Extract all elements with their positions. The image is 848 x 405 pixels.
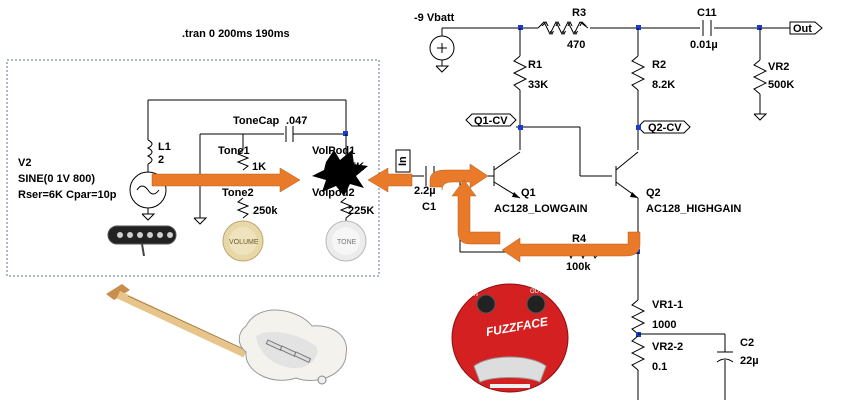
input-label: In — [397, 156, 409, 166]
vr2-name: VR2 — [768, 61, 789, 73]
v2-params: Rser=6K Cpar=10p — [18, 189, 117, 201]
fuzzface-pedal: IN OUT FUZZFACE — [451, 283, 569, 393]
v2-ground — [141, 213, 156, 221]
vr1-1-name: VR1-1 — [652, 299, 683, 311]
c1-name: C1 — [422, 201, 436, 213]
node-r2-top — [636, 25, 641, 30]
volume-knob-text: VOLUME — [229, 239, 259, 246]
arrow-pickup-to-pots — [151, 167, 301, 193]
c11-value: 0.01µ — [690, 39, 718, 51]
vr1-2-resistor — [630, 335, 646, 371]
arrow-feedback-up — [451, 179, 501, 245]
r2-resistor — [630, 55, 646, 91]
output-label: Out — [793, 23, 812, 35]
volpod2-name: Volpod2 — [312, 187, 355, 199]
output-port[interactable]: Out — [789, 21, 823, 35]
pickup-image — [107, 225, 177, 257]
guitar-image — [106, 284, 348, 385]
vr1-2-name: VR2-2 — [652, 341, 683, 353]
supply-label: -9 Vbatt — [414, 12, 455, 24]
tone2-name: Tone2 — [222, 187, 254, 199]
vr1-1-resistor — [630, 299, 646, 335]
r3-zigzag — [537, 20, 589, 36]
q1-model: AC128_LOWGAIN — [494, 203, 588, 215]
tonecap-value: .047 — [286, 115, 307, 127]
tone1-resistor — [236, 149, 250, 171]
c1-value: 2.2µ — [414, 185, 436, 197]
v2-value: SINE(0 1V 800) — [18, 173, 95, 185]
arrow-feedback-left — [501, 231, 641, 263]
r1-name: R1 — [528, 59, 542, 71]
c2-name: C2 — [740, 337, 754, 349]
l1-value: 2 — [158, 154, 164, 166]
pedal-in-label: IN — [472, 292, 478, 298]
r3-value: 470 — [567, 39, 585, 51]
node-vr2-top — [757, 25, 762, 30]
tone2-resistor — [236, 197, 250, 219]
l1-name: L1 — [158, 141, 171, 153]
q1-transistor — [478, 151, 521, 199]
tonecap-name: ToneCap — [233, 115, 280, 127]
r4-value: 100k — [566, 261, 591, 273]
volpod2-value: 225K — [348, 205, 374, 217]
tone1-value: 1K — [252, 161, 266, 173]
tone-knob-text: TONE — [337, 239, 357, 246]
c2-plate-bottom — [716, 358, 734, 363]
c2-value: 22µ — [740, 355, 759, 367]
vr2-value: 500K — [768, 79, 794, 91]
tone2-value: 250k — [253, 205, 278, 217]
arrow-in-to-pots — [367, 167, 413, 193]
volume-knob: VOLUME — [222, 220, 264, 262]
node-q1cv — [518, 125, 523, 130]
c11-capacitor — [700, 20, 714, 36]
burst-highlight — [312, 150, 368, 196]
l1-inductor — [146, 139, 153, 165]
node-q2cv — [636, 125, 641, 130]
tone-knob: TONE — [325, 220, 367, 262]
c11-name: C11 — [697, 7, 717, 19]
q2-cv-netlabel: Q2-CV — [637, 120, 691, 134]
tone1-name: Tone1 — [218, 145, 250, 157]
pedal-out-label: OUT — [530, 289, 543, 295]
q1-name: Q1 — [521, 187, 536, 199]
tone-ground — [193, 217, 208, 225]
q1-cv-netlabel: Q1-CV — [465, 113, 517, 127]
tran-directive: .tran 0 200ms 190ms — [182, 28, 290, 40]
q2-model: AC128_HIGHGAIN — [646, 203, 741, 215]
r3-name: R3 — [572, 7, 586, 19]
r2-name: R2 — [652, 59, 666, 71]
node-r1-top — [518, 25, 523, 30]
signal-arrows — [151, 163, 641, 263]
r4-name: R4 — [572, 233, 587, 245]
q1-cv-text: Q1-CV — [474, 115, 508, 127]
q2-name: Q2 — [646, 187, 661, 199]
input-port[interactable]: In — [395, 149, 411, 173]
vr1-2-value: 0.1 — [652, 361, 667, 373]
arrow-to-q1 — [429, 163, 489, 191]
r2-value: 8.2K — [652, 79, 675, 91]
vr2-resistor — [752, 59, 768, 95]
volpod2-resistor — [339, 197, 353, 219]
guitar-circuit-frame — [6, 59, 380, 277]
v2-name: V2 — [18, 157, 31, 169]
vr2-ground — [753, 113, 768, 121]
q2-cv-text: Q2-CV — [648, 122, 682, 134]
node-volpod — [343, 131, 348, 136]
vr1-1-value: 1000 — [652, 319, 676, 331]
supply-vbatt — [429, 28, 455, 73]
r1-value: 33K — [528, 79, 548, 91]
r1-resistor — [512, 55, 528, 91]
